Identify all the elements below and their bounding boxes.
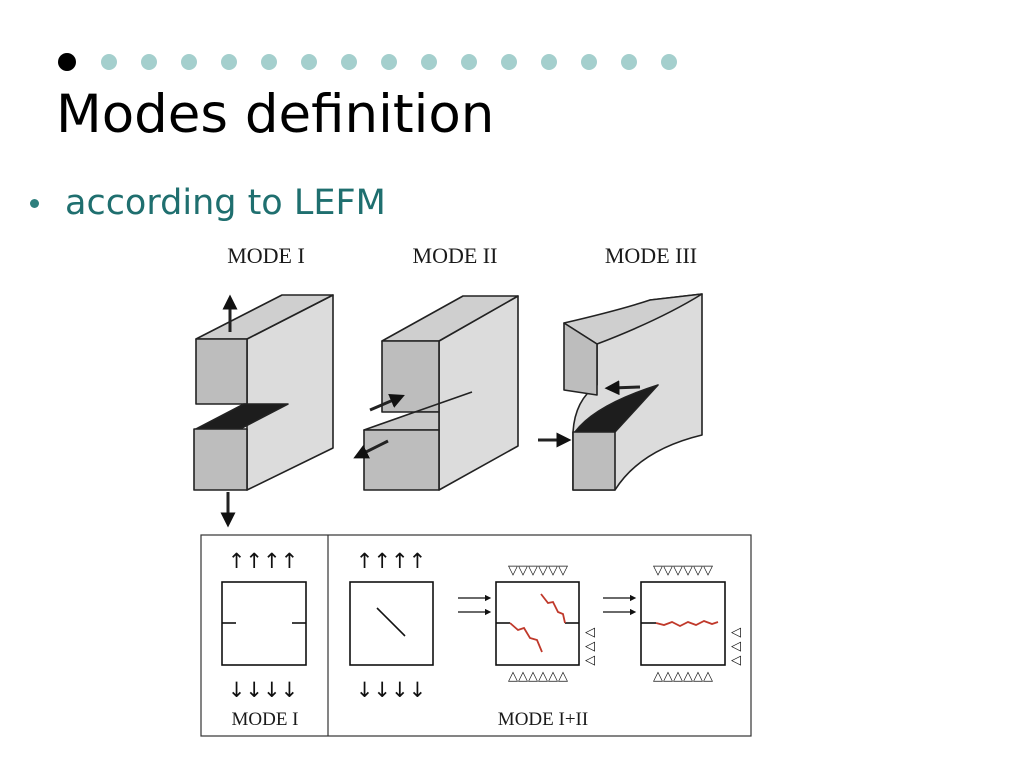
support-top-icon: ▽▽▽▽▽▽ — [508, 563, 568, 578]
support-bottom-icon: △△△△△△ — [508, 669, 568, 684]
dot — [341, 54, 357, 70]
dot — [581, 54, 597, 70]
bullet-item: according to LEFM — [30, 183, 386, 223]
svg-text:◁: ◁ — [731, 653, 741, 668]
svg-text:◁: ◁ — [731, 639, 741, 654]
svg-text:◁: ◁ — [731, 625, 741, 640]
bullet-icon — [30, 198, 39, 208]
decorative-dot-row — [58, 50, 698, 74]
dot-black — [58, 53, 76, 71]
svg-text:◁: ◁ — [585, 625, 595, 640]
slide-title: Modes definition — [56, 84, 495, 145]
dot — [261, 54, 277, 70]
down-arrows-icon: ↓↓↓↓ — [356, 678, 426, 702]
mode-ii-block — [353, 295, 519, 491]
svg-text:◁: ◁ — [585, 639, 595, 654]
dot — [181, 54, 197, 70]
dot — [621, 54, 637, 70]
mode-i-label: MODE I — [227, 243, 305, 268]
arrow-tear-left-icon — [604, 380, 641, 396]
dot — [221, 54, 237, 70]
mode-i-block — [193, 294, 334, 528]
mode-iii-block — [538, 293, 703, 491]
dot — [461, 54, 477, 70]
dot — [421, 54, 437, 70]
arrow-shear-left-icon — [353, 439, 389, 459]
shear-arrows-icon — [603, 594, 637, 616]
loading-panel: ↑↑↑↑ ↓↓↓↓ MODE I ↑↑↑↑ ↓↓↓↓ ▽▽▽▽▽▽ ◁ ◁ ◁ … — [200, 534, 752, 737]
dot — [381, 54, 397, 70]
support-bottom-icon: △△△△△△ — [653, 669, 713, 684]
down-arrows-icon: ↓↓↓↓ — [228, 678, 298, 702]
dot — [101, 54, 117, 70]
bullet-text: according to LEFM — [65, 183, 386, 223]
svg-text:◁: ◁ — [585, 653, 595, 668]
support-side-icon: ◁ ◁ ◁ — [731, 625, 741, 668]
support-side-icon: ◁ ◁ ◁ — [585, 625, 595, 668]
mode-ii-label: MODE II — [413, 243, 498, 268]
panel-mode-i-ii-label: MODE I+II — [498, 709, 588, 730]
up-arrows-icon: ↑↑↑↑ — [228, 549, 298, 573]
mode-iii-label: MODE III — [605, 243, 697, 268]
shear-arrows-icon — [458, 594, 492, 616]
support-top-icon: ▽▽▽▽▽▽ — [653, 563, 713, 578]
dot — [301, 54, 317, 70]
up-arrows-icon: ↑↑↑↑ — [356, 549, 426, 573]
panel-mode-i-label: MODE I — [231, 709, 298, 730]
arrow-shear-right-icon — [369, 394, 405, 412]
dot — [661, 54, 677, 70]
dot — [141, 54, 157, 70]
dot — [541, 54, 557, 70]
dot — [501, 54, 517, 70]
